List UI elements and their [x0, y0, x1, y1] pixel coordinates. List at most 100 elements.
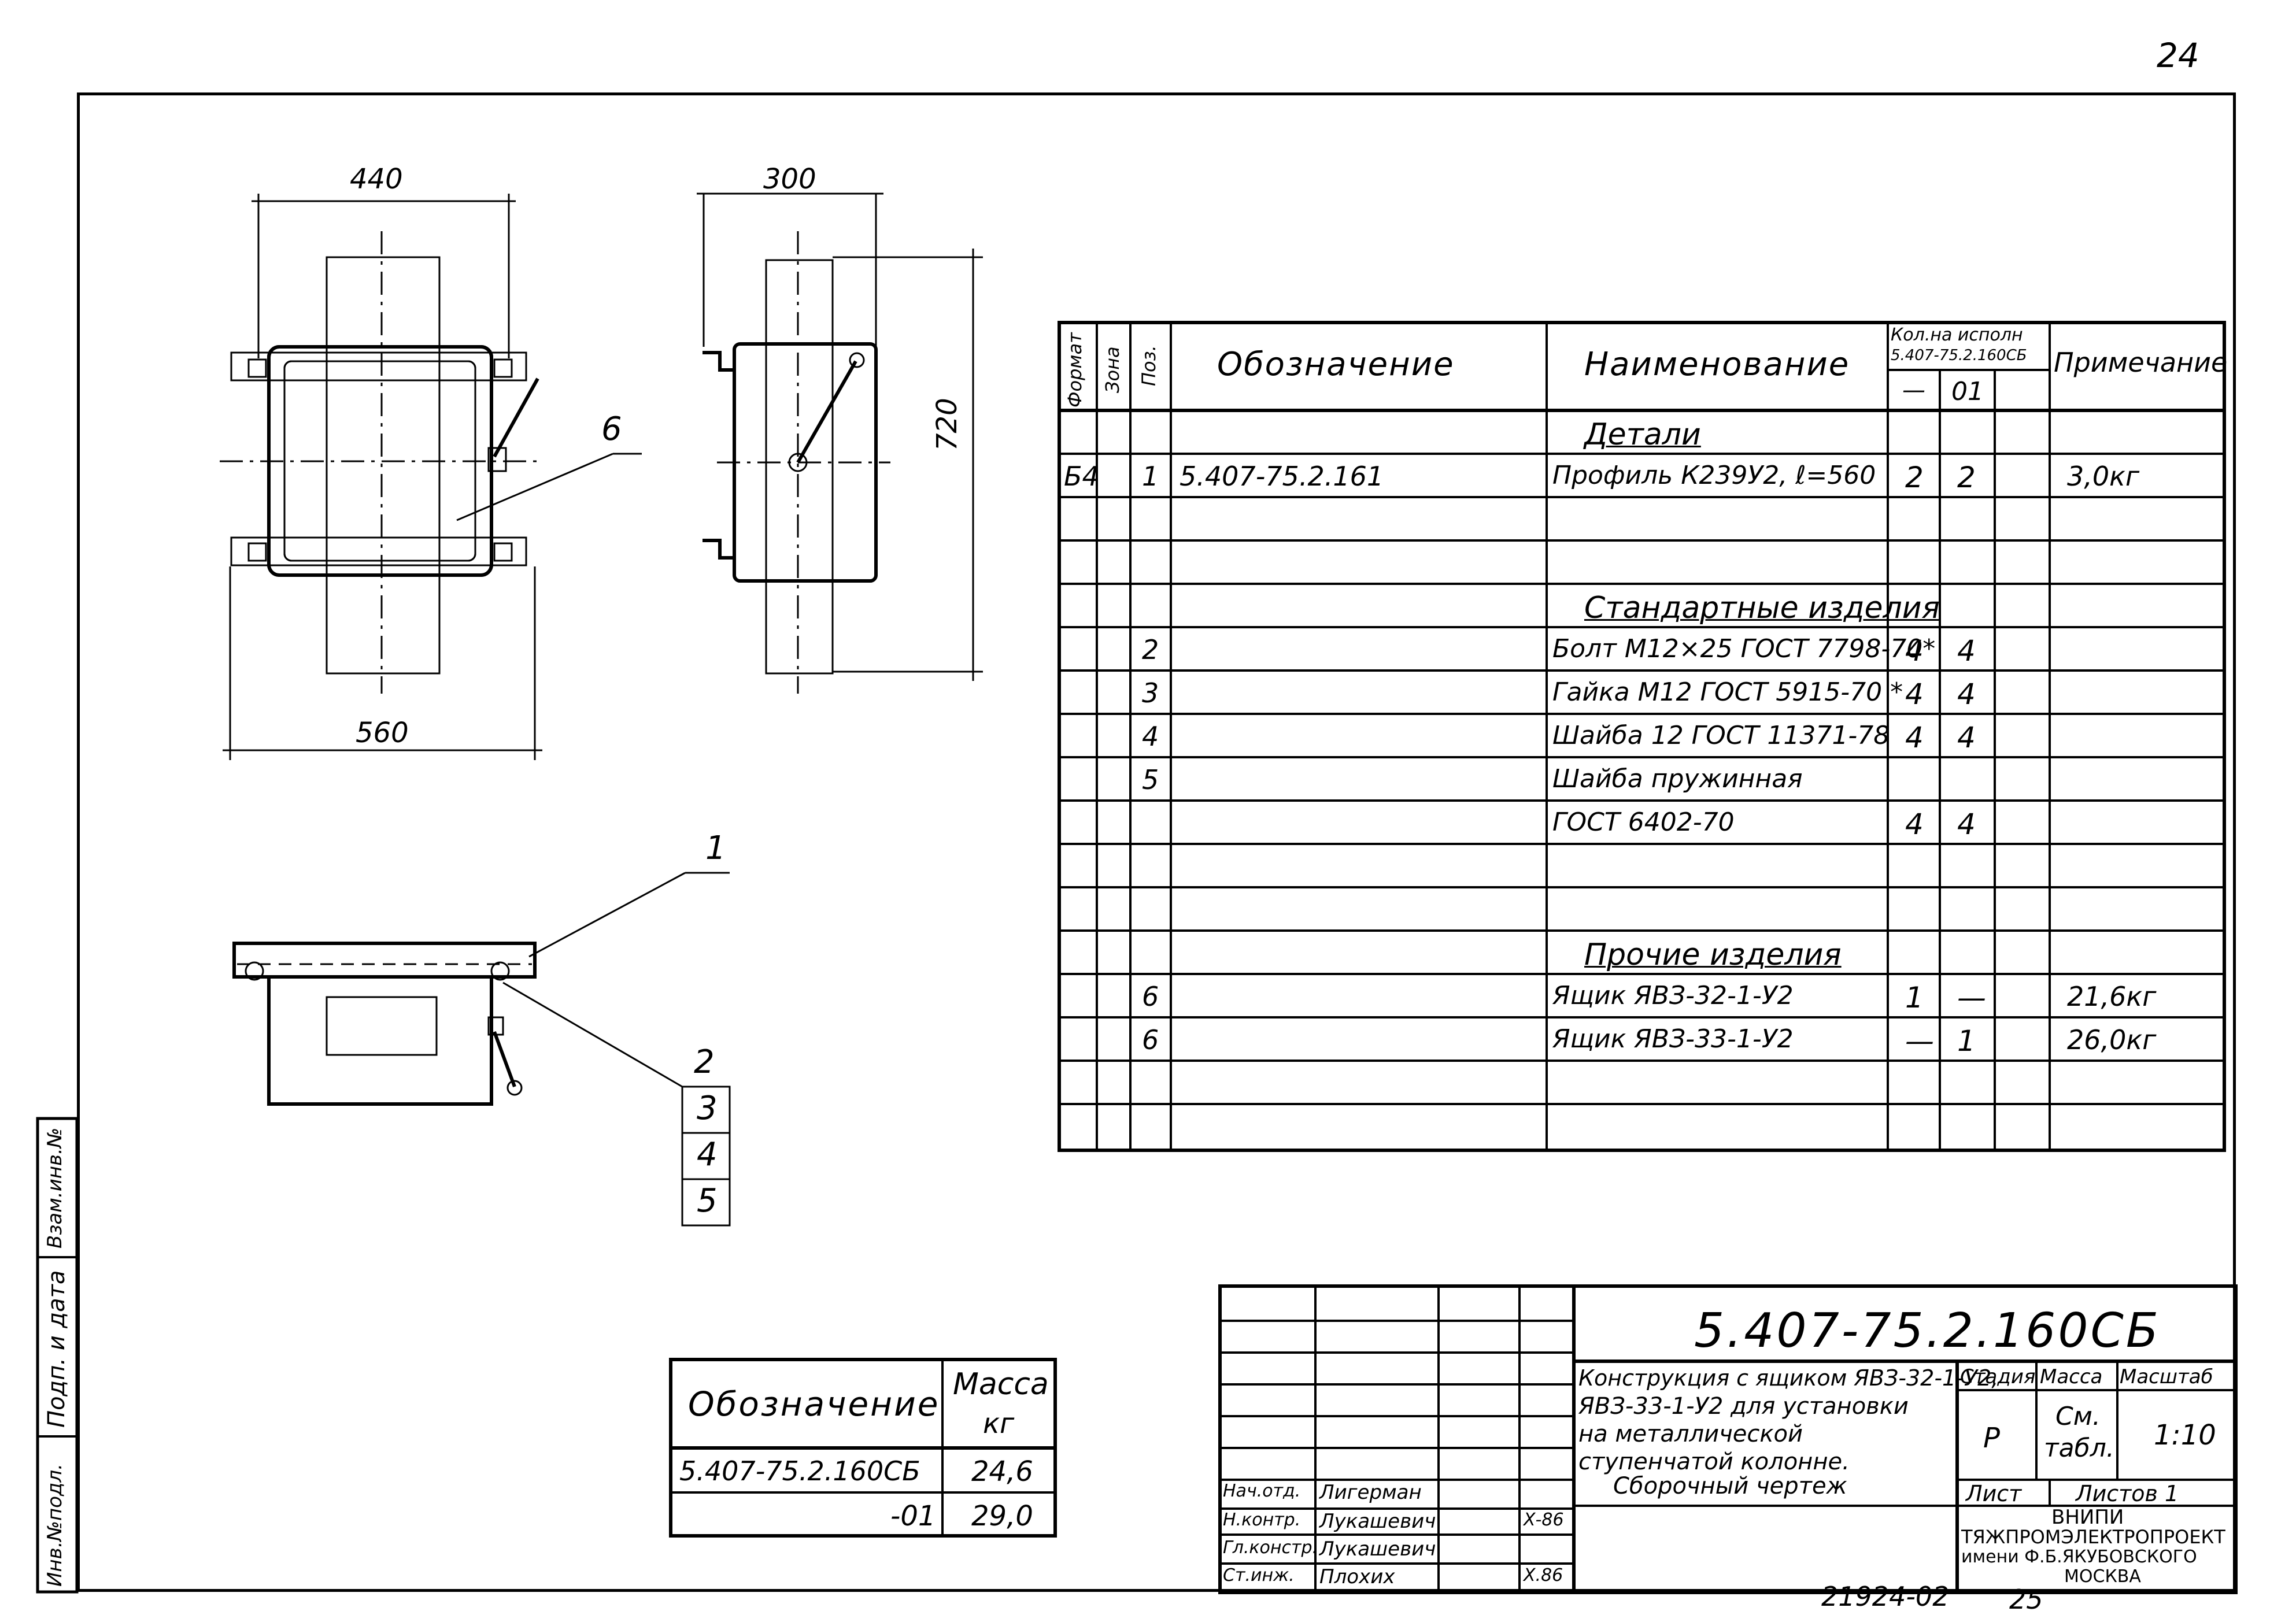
massa-label: Масса	[2040, 1365, 2103, 1388]
dim-720: 720	[931, 398, 963, 451]
signature-role: Нач.отд.	[1223, 1481, 1301, 1501]
spec-cell-k1: 1	[1957, 1024, 1976, 1058]
spec-cell-k0: 4	[1905, 677, 1924, 711]
spec-cell-k0: 4	[1905, 808, 1924, 841]
spec-cell-name: Шайба 12 ГОСТ 11371-78	[1552, 721, 1890, 750]
spec-header-kol-base: —	[1902, 377, 1925, 403]
org-line-4: МОСКВА	[2064, 1566, 2141, 1587]
spec-cell-name: Ящик ЯВЗ-33-1-У2	[1552, 1024, 1794, 1054]
mass-table-grid	[669, 1358, 1057, 1538]
doc-number: 5.407-75.2.160СБ	[1694, 1303, 2161, 1358]
spec-cell-poz: 6	[1142, 981, 1159, 1012]
signature-date: Х.86	[1524, 1565, 1563, 1586]
leader-2: 2	[694, 1043, 715, 1081]
mass-r1-obozn: 5.407-75.2.160СБ	[679, 1455, 920, 1487]
spec-cell-name: Шайба пружинная	[1552, 764, 1803, 794]
spec-header-primechanie: Примечание	[2054, 347, 2228, 378]
stadiya-label: Стадия	[1960, 1365, 2036, 1388]
signature-name: Лукашевич	[1319, 1538, 1436, 1561]
leader-5: 5	[697, 1182, 718, 1220]
mass-r2-obozn: -01	[890, 1500, 936, 1532]
spec-cell-format: Б4	[1064, 461, 1099, 492]
signature-date: Х-86	[1524, 1510, 1564, 1530]
leader-1: 1	[705, 829, 726, 867]
spec-cell-k1: 2	[1957, 461, 1976, 494]
spec-cell-k1: 4	[1957, 721, 1976, 754]
spec-cell-note: 21,6кг	[2067, 981, 2157, 1012]
list-label: Лист	[1966, 1481, 2022, 1506]
spec-header-zona: Зона	[1101, 346, 1123, 393]
margin-inv-podl: Инв.№подл.	[43, 1464, 66, 1587]
org-line-2: ТЯЖПРОМЭЛЕКТРОПРОЕКТ	[1961, 1526, 2225, 1548]
masshtab-label: Масштаб	[2120, 1365, 2213, 1388]
side-view	[697, 192, 983, 694]
spec-header-kol-01: 01	[1951, 377, 1984, 406]
spec-header-kol-doc: 5.407-75.2.160СБ	[1891, 347, 2027, 364]
signature-name: Лигерман	[1319, 1481, 1422, 1504]
spec-cell-name: Профиль К239У2, ℓ=560	[1552, 461, 1876, 490]
mass-h-obozn: Обозначение	[688, 1384, 940, 1424]
top-view	[232, 872, 731, 1227]
org-line-3: имени Ф.Б.ЯКУБОВСКОГО	[1961, 1547, 2197, 1567]
title-line-3: на металлической	[1578, 1421, 1803, 1447]
mass-h-massa: Масса	[953, 1367, 1049, 1402]
signature-name: Плохих	[1319, 1565, 1395, 1588]
mass-r1-massa: 24,6	[971, 1455, 1033, 1488]
spec-cell-k1: 4	[1957, 677, 1976, 711]
signature-role: Н.контр.	[1223, 1510, 1301, 1530]
title-line-2: ЯВЗ-33-1-У2 для установки	[1578, 1393, 1909, 1420]
spec-row-lines	[1059, 453, 2224, 1105]
spec-cell-k1: 4	[1957, 808, 1976, 841]
spec-cell-name: Гайка М12 ГОСТ 5915-70 *	[1552, 677, 1903, 707]
bottom-page-number: 25	[2009, 1584, 2043, 1615]
dim-560: 560	[356, 717, 409, 749]
spec-cell-name: Стандартные изделия	[1584, 591, 1940, 625]
spec-cell-poz: 2	[1142, 634, 1159, 665]
spec-cell-k1: —	[1957, 981, 1986, 1014]
title-line-4: ступенчатой колонне.	[1578, 1449, 1850, 1475]
spec-cell-poz: 5	[1142, 764, 1159, 795]
spec-cell-poz: 3	[1142, 677, 1159, 709]
margin-vzam-inv: Взам.инв.№	[43, 1127, 66, 1249]
spec-cell-poz: 6	[1142, 1024, 1159, 1055]
spec-cell-k0: 4	[1905, 634, 1924, 668]
spec-cell-poz: 1	[1142, 461, 1159, 492]
spec-cell-name: Ящик ЯВЗ-32-1-У2	[1552, 981, 1794, 1010]
massa-value-2: табл.	[2044, 1434, 2114, 1463]
drawing-frame	[77, 92, 2236, 1592]
title-subtitle: Сборочный чертеж	[1613, 1473, 1847, 1499]
signature-name: Лукашевич	[1319, 1510, 1436, 1533]
spec-cell-name: Болт М12×25 ГОСТ 7798-70*	[1552, 634, 1936, 664]
stadiya-value: Р	[1983, 1422, 2000, 1454]
title-line-1: Конструкция с ящиком ЯВЗ-32-1-У2,	[1578, 1365, 1999, 1391]
spec-cell-k0: 1	[1905, 981, 1924, 1014]
signature-role: Гл.констр.	[1223, 1538, 1318, 1558]
spec-cell-name: Детали	[1584, 417, 1701, 452]
dim-440: 440	[350, 163, 403, 195]
spec-cell-note: 3,0кг	[2067, 461, 2140, 492]
dim-300: 300	[763, 163, 816, 195]
spec-table-grid	[1058, 321, 2226, 1152]
spec-header-kol-title: Кол.на исполн	[1891, 325, 2023, 345]
front-view	[220, 194, 642, 760]
masshtab-value: 1:10	[2154, 1419, 2216, 1451]
spec-cell-poz: 4	[1142, 721, 1159, 752]
spec-cell-k0: 4	[1905, 721, 1924, 754]
spec-header-format: Формат	[1064, 332, 1086, 408]
leader-4: 4	[697, 1136, 718, 1173]
leader-6: 6	[601, 410, 622, 448]
mass-h-unit: кг	[983, 1407, 1015, 1440]
margin-podp-data: Подп. и дата	[43, 1270, 70, 1428]
left-margin-grid	[36, 1117, 79, 1594]
spec-cell-k1: 4	[1957, 634, 1976, 668]
spec-cell-k0: 2	[1905, 461, 1924, 494]
massa-value-1: См.	[2055, 1402, 2101, 1431]
spec-header-oboznachenie: Обозначение	[1217, 346, 1455, 383]
spec-cell-name: ГОСТ 6402-70	[1552, 808, 1735, 837]
sheet-number: 24	[2157, 36, 2199, 75]
mass-r2-massa: 29,0	[971, 1500, 1033, 1532]
spec-header-naimenovanie: Наименование	[1584, 346, 1850, 383]
spec-header-poz: Поз.	[1138, 345, 1160, 386]
spec-cell-name: Прочие изделия	[1584, 938, 1842, 972]
